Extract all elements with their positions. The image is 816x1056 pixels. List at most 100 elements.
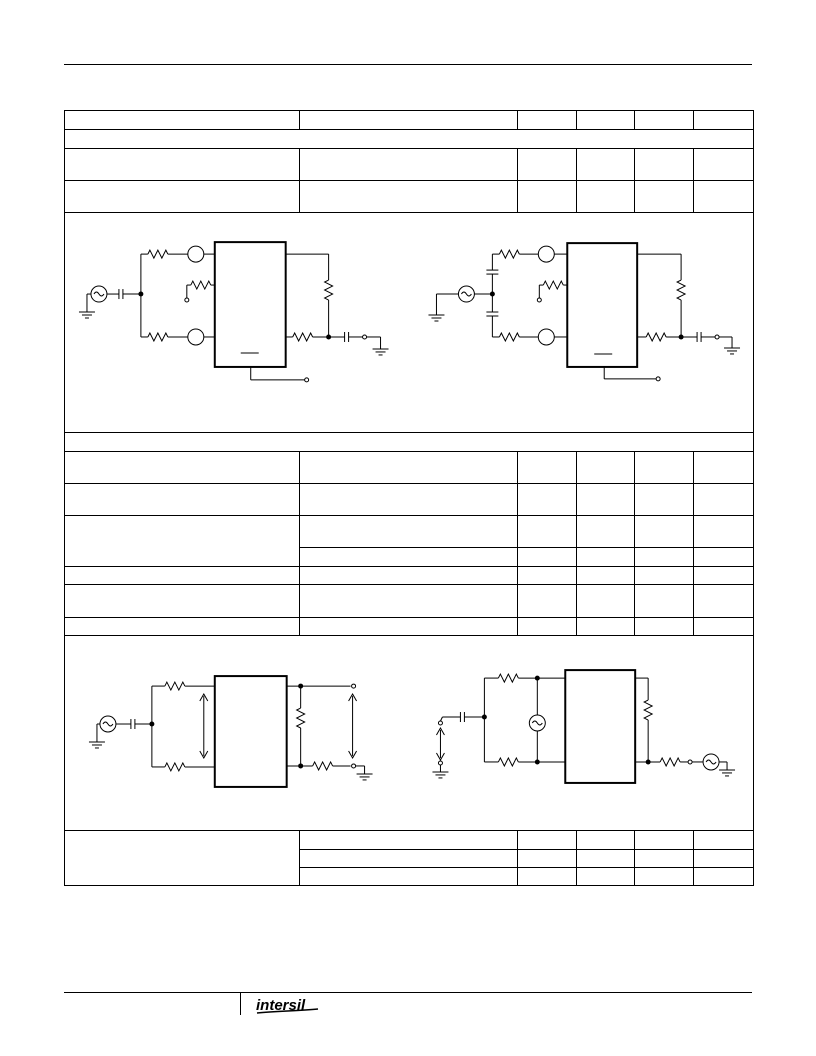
- cell-units: [693, 515, 754, 548]
- cell-units: [693, 180, 754, 213]
- cell-typ: [576, 451, 635, 484]
- cell-typ: [576, 547, 635, 567]
- device-box: [213, 675, 288, 788]
- header-min: [517, 110, 577, 130]
- intersil-logo: intersil: [256, 997, 319, 1014]
- cell-parameter: [64, 180, 300, 213]
- cell-max: [634, 867, 694, 886]
- cell-max: [634, 830, 694, 850]
- cell-min: [517, 867, 577, 886]
- cell-conditions: [299, 180, 518, 213]
- table-row: [64, 617, 754, 636]
- cell-min: [517, 566, 577, 585]
- cell-typ: [576, 566, 635, 585]
- header-max: [634, 110, 694, 130]
- header-conditions: [299, 110, 518, 130]
- cell-parameter: [64, 584, 300, 618]
- circuit-left-b: [88, 675, 373, 788]
- cell-typ: [576, 830, 635, 850]
- circuit-left-a: [78, 241, 389, 383]
- cell-min: [517, 547, 577, 567]
- cell-min: [517, 617, 577, 636]
- meter-circle: [187, 328, 205, 346]
- section-2-title: [64, 432, 754, 452]
- cell-max: [634, 617, 694, 636]
- cell-units: [693, 566, 754, 585]
- cell-max: [634, 180, 694, 213]
- cell-conditions: [299, 867, 518, 886]
- cell-conditions: [299, 148, 518, 181]
- logo-text: intersil: [256, 997, 306, 1014]
- table-row: [64, 515, 754, 567]
- cell-min: [517, 584, 577, 618]
- cell-units: [693, 867, 754, 886]
- cell-units: [693, 617, 754, 636]
- cell-typ: [576, 180, 635, 213]
- table-row: [64, 148, 754, 181]
- test-circuit-figure-1: [64, 212, 754, 433]
- section-2-row: [64, 432, 754, 452]
- cell-typ: [576, 584, 635, 618]
- table-row: [64, 451, 754, 484]
- cell-min: [517, 148, 577, 181]
- meter-circle: [187, 245, 205, 263]
- cell-max: [634, 584, 694, 618]
- cell-typ: [576, 483, 635, 516]
- table-row: [64, 483, 754, 516]
- circuit-right-b: [432, 669, 736, 784]
- device-box: [213, 241, 287, 368]
- cell-units: [693, 830, 754, 850]
- diagram-row-1: [64, 212, 754, 433]
- cell-conditions: [299, 483, 518, 516]
- cell-min: [517, 180, 577, 213]
- section-1-row: [64, 129, 754, 149]
- table-row: [64, 584, 754, 618]
- cell-max: [634, 849, 694, 868]
- table-row: [64, 180, 754, 213]
- test-circuit-diagrams-bottom: [88, 669, 736, 788]
- cell-conditions: [299, 547, 518, 567]
- cell-parameter: [64, 148, 300, 181]
- cell-min: [517, 515, 577, 548]
- header-units: [693, 110, 754, 130]
- footer-divider: [240, 993, 241, 1015]
- footer-rule: [64, 992, 752, 993]
- test-circuit-diagrams-top: [78, 241, 741, 383]
- cell-parameter: [64, 451, 300, 484]
- cell-max: [634, 547, 694, 567]
- cell-units: [693, 849, 754, 868]
- table-row: [64, 830, 754, 886]
- cell-conditions: [299, 515, 518, 548]
- cell-parameter: [64, 617, 300, 636]
- cell-units: [693, 451, 754, 484]
- table-header-row: [64, 110, 754, 130]
- section-1-title: [64, 129, 754, 149]
- header-rule: [64, 64, 752, 65]
- meter-circle: [537, 245, 555, 263]
- cell-max: [634, 451, 694, 484]
- test-circuit-figure-2: [64, 635, 754, 831]
- cell-typ: [576, 867, 635, 886]
- cell-min: [517, 830, 577, 850]
- cell-min: [517, 451, 577, 484]
- cell-conditions: [299, 566, 518, 585]
- cell-parameter: [64, 566, 300, 585]
- device-box: [566, 242, 639, 368]
- cell-max: [634, 483, 694, 516]
- cell-units: [693, 148, 754, 181]
- cell-max: [634, 515, 694, 548]
- device-box: [564, 669, 637, 784]
- cell-typ: [576, 849, 635, 868]
- cell-max: [634, 148, 694, 181]
- cell-units: [693, 547, 754, 567]
- header-parameter: [64, 110, 300, 130]
- cell-max: [634, 566, 694, 585]
- cell-units: [693, 584, 754, 618]
- specification-table: [64, 110, 754, 886]
- cell-parameter: [64, 515, 300, 567]
- circuit-right-a: [428, 242, 741, 382]
- diagram-row-2: [64, 635, 754, 831]
- table-row: [64, 566, 754, 585]
- cell-conditions: [299, 830, 518, 850]
- cell-typ: [576, 515, 635, 548]
